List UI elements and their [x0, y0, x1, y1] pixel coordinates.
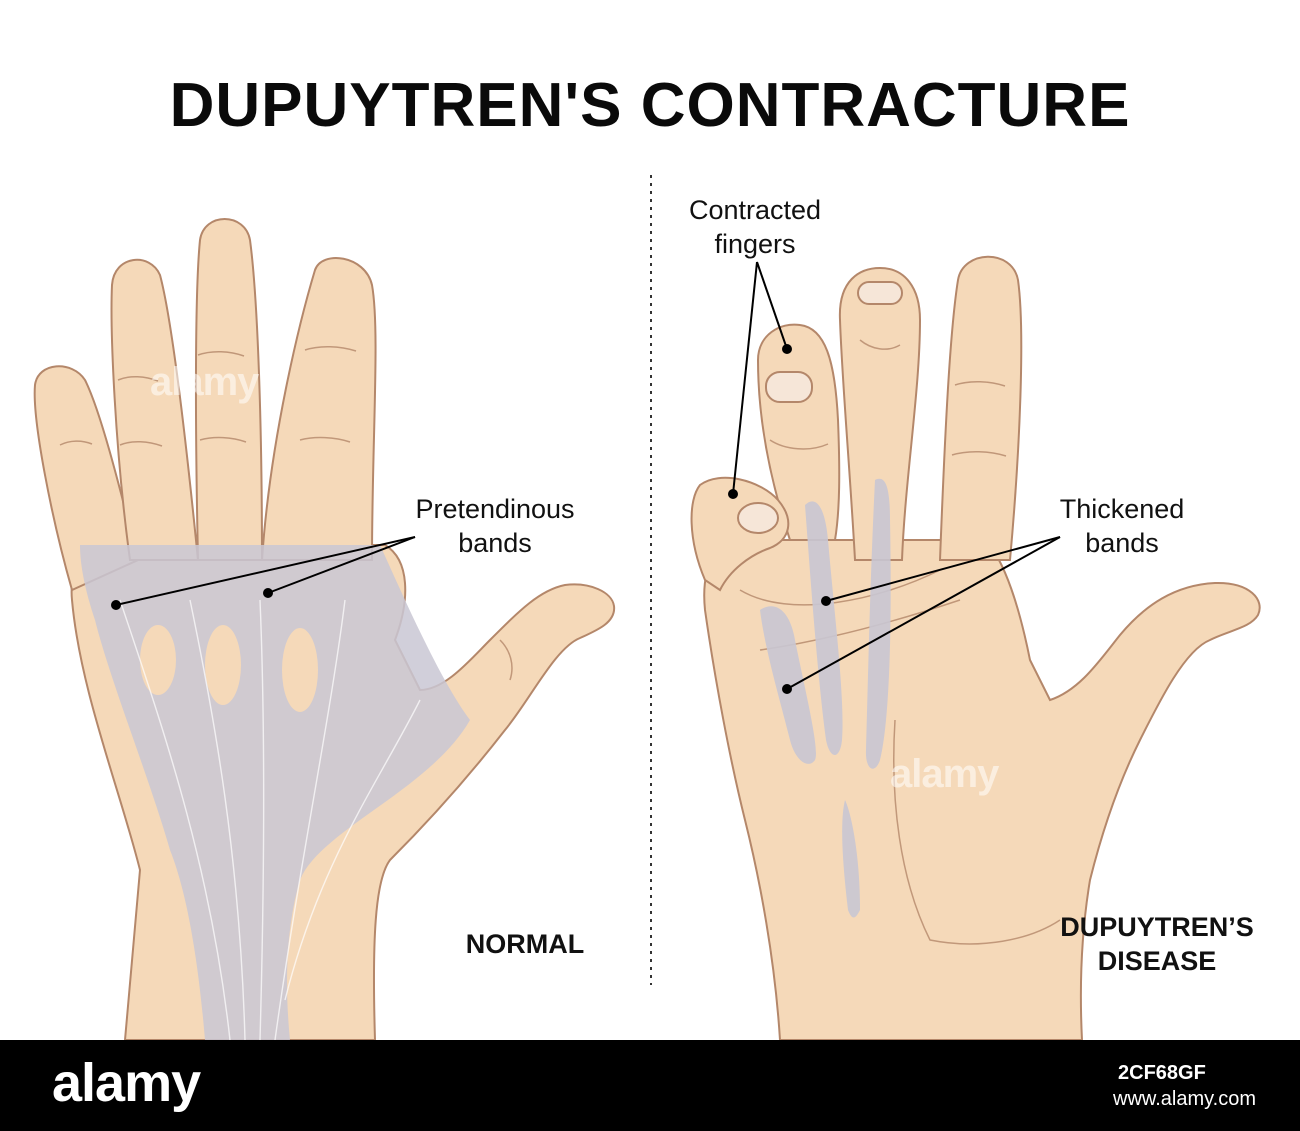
brand-logo: alamy — [52, 1052, 200, 1114]
thickened-label: Thickened bands — [1042, 492, 1202, 560]
thickened-label-line2: bands — [1042, 526, 1202, 560]
disease-caption-line1: DUPUYTREN’S — [1032, 910, 1282, 944]
contracted-label-line1: Contracted — [670, 193, 840, 227]
pretendinous-label-line1: Pretendinous — [400, 492, 590, 526]
contracted-label-line2: fingers — [670, 227, 840, 261]
disease-caption-line2: DISEASE — [1032, 944, 1282, 978]
disease-finger-index — [940, 257, 1021, 560]
normal-finger-ring — [112, 260, 198, 560]
disease-caption: DUPUYTREN’S DISEASE — [1032, 910, 1282, 978]
normal-caption: NORMAL — [440, 927, 610, 961]
site-url: www.alamy.com — [1113, 1088, 1256, 1111]
pretendinous-label: Pretendinous bands — [400, 492, 590, 560]
watermark-right: alamy — [890, 752, 998, 797]
pretendinous-label-line2: bands — [400, 526, 590, 560]
image-id: 2CF68GF — [1118, 1060, 1206, 1086]
watermark-left: alamy — [150, 360, 258, 405]
contracted-label: Contracted fingers — [670, 193, 840, 261]
page-title: DUPUYTREN'S CONTRACTURE — [0, 70, 1300, 141]
normal-finger-index — [262, 258, 376, 560]
thickened-label-line1: Thickened — [1042, 492, 1202, 526]
